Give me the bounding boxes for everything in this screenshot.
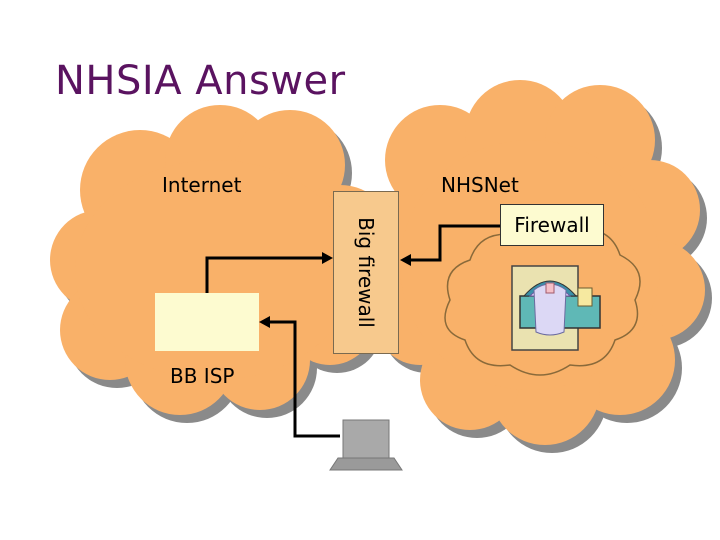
big-firewall-label: Big firewall (354, 217, 378, 328)
firewall-label-box: Firewall (500, 204, 604, 246)
arrow-head-big-firewall-left (400, 254, 411, 266)
bb-isp-label: BB ISP (170, 364, 235, 388)
terminal-to-isp-line (266, 320, 340, 438)
firewall-to-nhsnet-line (408, 224, 500, 262)
slide-title: NHSIA Answer (55, 58, 346, 104)
internet-label: Internet (162, 173, 242, 197)
arrow-head-big-firewall (322, 252, 333, 264)
big-firewall-box (333, 191, 399, 354)
bb-isp-box (155, 293, 259, 351)
nhsnet-label: NHSNet (441, 173, 519, 197)
firewall-machine-icon (511, 265, 601, 351)
computer-terminal-icon (329, 419, 403, 471)
connector-lines (205, 224, 500, 438)
arrow-head-isp (259, 316, 270, 328)
isp-to-big-firewall-line (205, 256, 326, 293)
